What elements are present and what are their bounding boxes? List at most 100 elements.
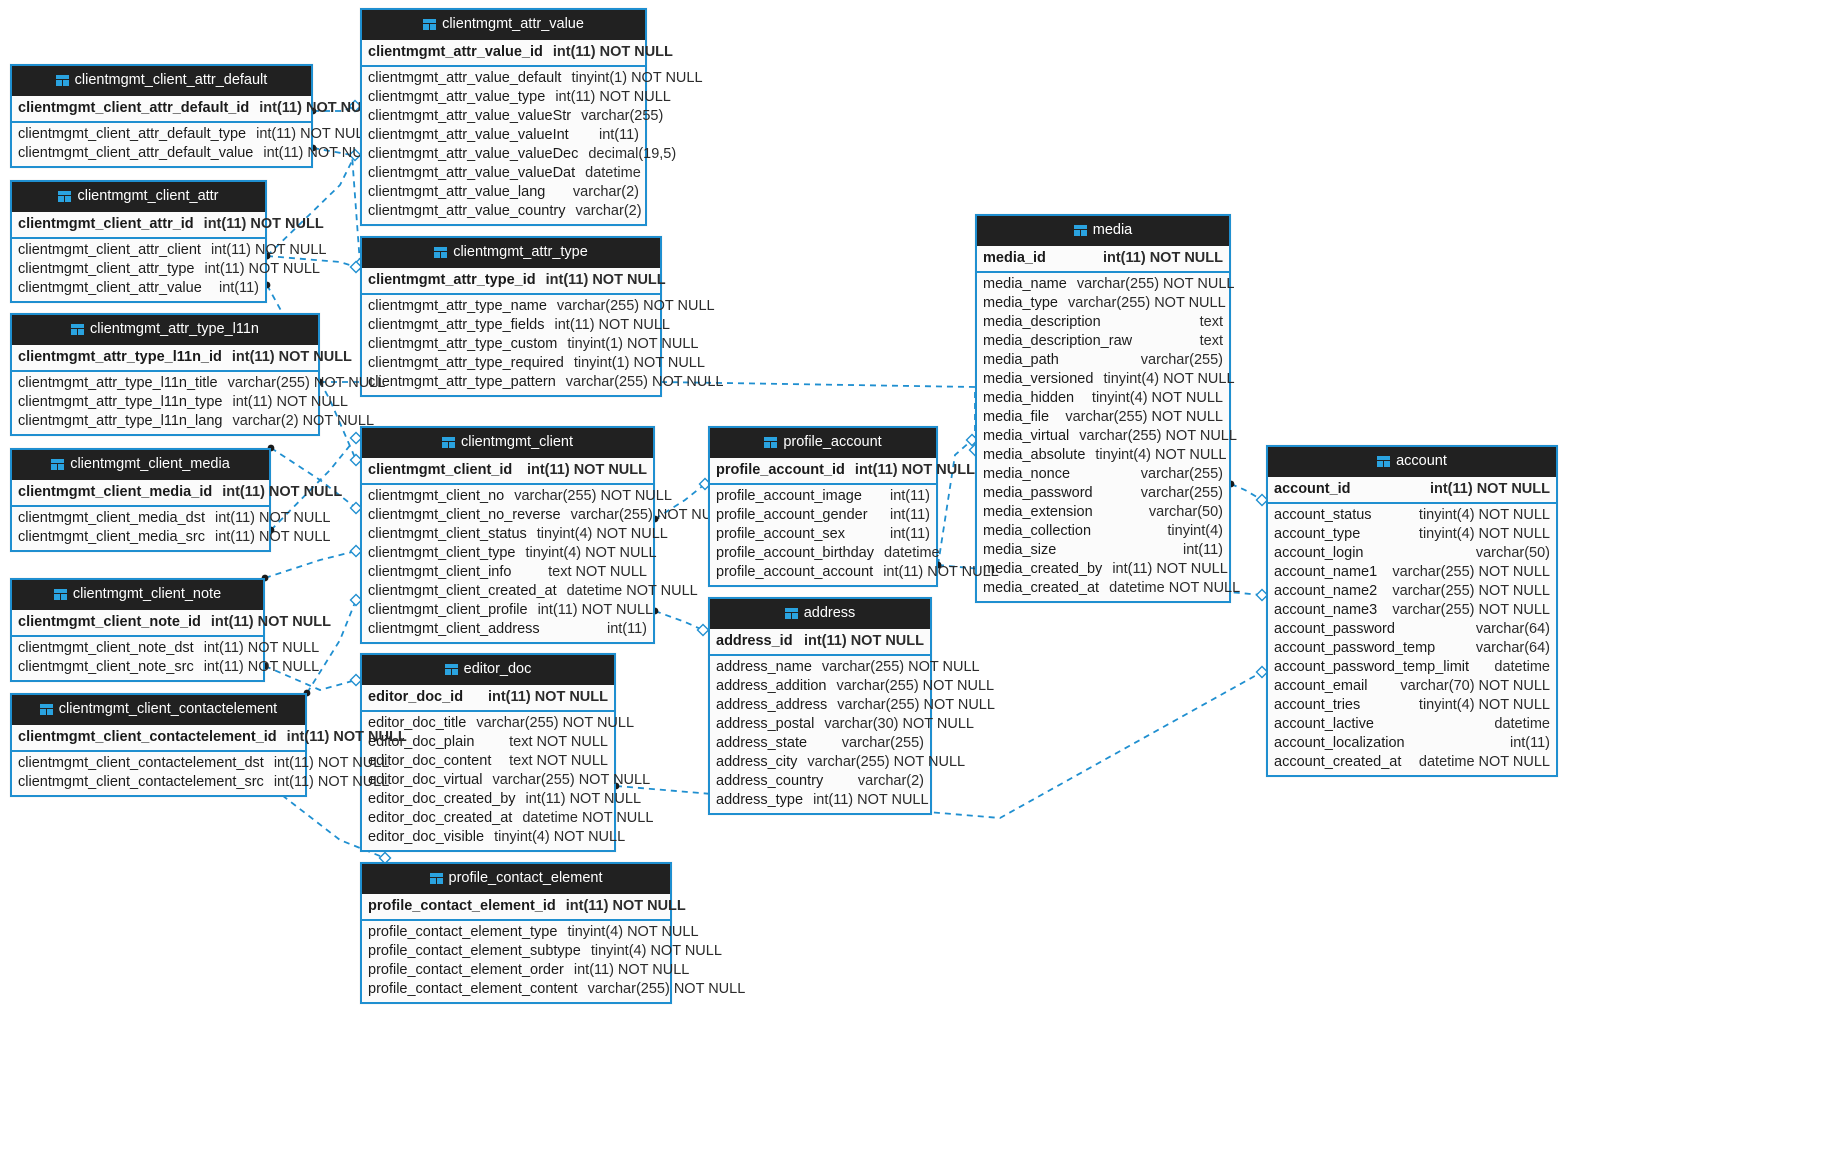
field-name: media_extension — [983, 504, 1093, 520]
entity-header-account: account — [1268, 447, 1556, 477]
primary-key-type: int(11) NOT NULL — [1102, 249, 1223, 266]
field-name: clientmgmt_attr_value_default — [368, 70, 562, 86]
field-type: datetime NOT NULL — [1418, 754, 1550, 770]
field-type: varchar(255) NOT NULL — [1392, 564, 1550, 580]
table-icon — [423, 18, 437, 30]
field-type: tinyint(4) NOT NULL — [1418, 697, 1550, 713]
field-type: varchar(255) NOT NULL — [807, 754, 966, 770]
field-name: clientmgmt_client_note_src — [18, 659, 194, 675]
field-type: text NOT NULL — [509, 753, 608, 769]
entity-clientmgmt_client_attr_default[interactable]: clientmgmt_client_attr_default clientmgmt… — [10, 64, 379, 168]
entity-title: clientmgmt_client_attr_default — [74, 72, 268, 88]
primary-key-type: int(11) NOT NULL — [203, 215, 324, 232]
field-type: tinyint(4) NOT NULL — [1095, 447, 1227, 463]
field-name: clientmgmt_attr_type_pattern — [368, 374, 556, 390]
field-type: varchar(50) — [1148, 504, 1223, 520]
table-icon — [71, 323, 84, 335]
table-icon — [441, 436, 455, 448]
field-name: profile_contact_element_subtype — [368, 943, 581, 959]
entity-header-address: address — [710, 599, 930, 629]
field-name: clientmgmt_attr_type_custom — [368, 336, 558, 352]
field-type: int(11) — [598, 127, 639, 143]
field-name: account_created_at — [1274, 754, 1402, 770]
primary-key-name: profile_contact_element_id — [368, 897, 556, 914]
field-name: media_file — [983, 409, 1050, 425]
field-name: clientmgmt_attr_value_valueStr — [368, 108, 572, 124]
entity-title: account — [1396, 453, 1447, 469]
field-name: address_country — [716, 773, 824, 789]
relation-rel-client-address — [651, 607, 710, 637]
field-type: varchar(64) — [1475, 621, 1550, 637]
field-name: clientmgmt_attr_type_l11n_lang — [18, 413, 223, 429]
field-type: varchar(30) NOT NULL — [824, 716, 974, 732]
field-type: int(11) — [889, 488, 930, 504]
entity-clientmgmt_client_note[interactable]: clientmgmt_client_note clientmgmt_client_… — [10, 578, 331, 682]
field-name: clientmgmt_client_profile — [368, 602, 528, 618]
field-name: clientmgmt_attr_type_l11n_title — [18, 375, 218, 391]
field-type: datetime — [884, 545, 940, 561]
field-name: clientmgmt_client_no — [368, 488, 505, 504]
field-name: address_addition — [716, 678, 827, 694]
field-name: clientmgmt_attr_value_valueDat — [368, 165, 576, 181]
field-type: tinyint(4) NOT NULL — [525, 545, 657, 561]
field-name: account_status — [1274, 507, 1372, 523]
field-type: int(11) — [1509, 735, 1550, 751]
field-name: address_postal — [716, 716, 815, 732]
primary-key-name: account_id — [1274, 480, 1351, 497]
primary-key-type: int(11) NOT NULL — [487, 688, 608, 705]
entity-title: clientmgmt_client_note — [72, 586, 222, 602]
primary-key-name: clientmgmt_client_attr_default_id — [18, 99, 250, 116]
field-type: varchar(255) NOT NULL — [570, 507, 729, 523]
field-type: datetime NOT NULL — [1109, 580, 1241, 596]
field-name: profile_contact_element_type — [368, 924, 558, 940]
field-name: clientmgmt_client_note_dst — [18, 640, 194, 656]
field-name: media_type — [983, 295, 1058, 311]
field-type: varchar(255) NOT NULL — [837, 697, 995, 713]
entity-title: address — [803, 605, 856, 621]
field-type: varchar(255) NOT NULL — [556, 298, 715, 314]
